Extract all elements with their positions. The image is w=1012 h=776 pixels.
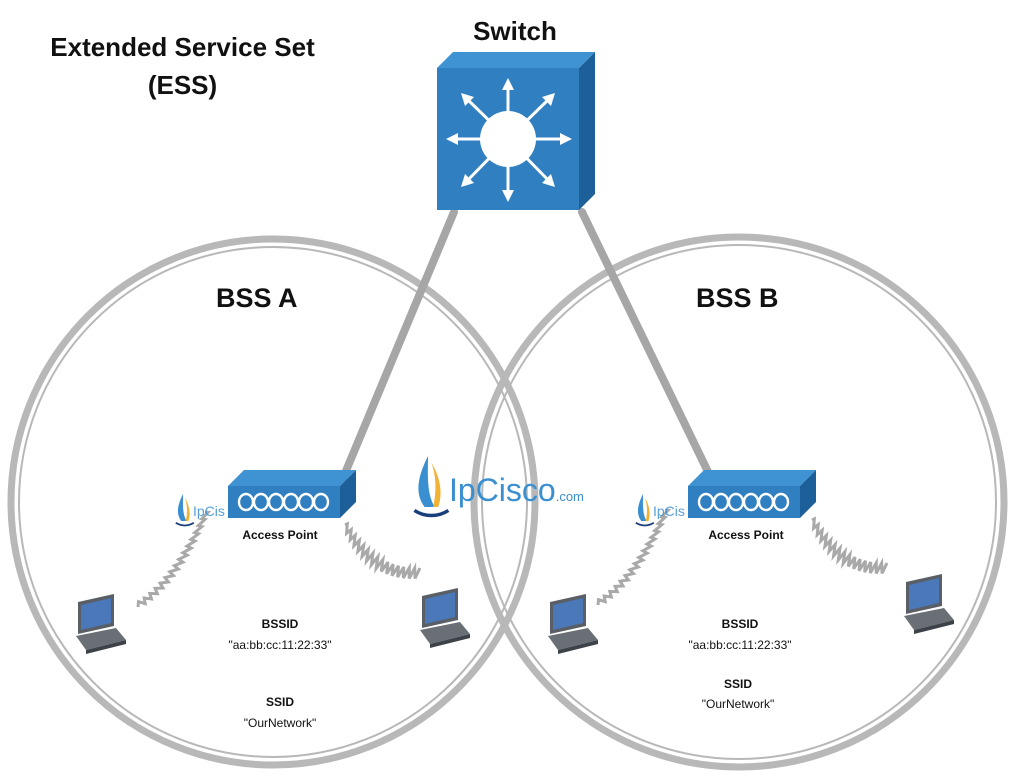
wireless-signal-b-right	[811, 516, 889, 575]
title-line-1: Extended Service Set	[50, 32, 315, 62]
access-point-a-icon	[226, 468, 358, 520]
page-title: Extended Service Set (ESS)	[30, 28, 335, 104]
laptop-b-left-icon	[548, 594, 598, 654]
watermark-brand: IpCisco.com	[449, 470, 584, 517]
bss-a-coverage-ring	[7, 235, 539, 769]
wireless-signal-b-left	[596, 508, 672, 606]
wireless-signal-a-right	[344, 521, 422, 580]
wireless-signal-a-left	[136, 510, 212, 608]
bss-a-ssid-label: SSID	[265, 695, 294, 709]
watermark-brand-name: IpCisco	[449, 472, 556, 508]
laptop-a-left-icon	[76, 594, 126, 654]
bss-a-bssid-value: "aa:bb:cc:11:22:33"	[228, 638, 332, 652]
access-point-b-icon	[686, 468, 818, 520]
access-point-a-label: Access Point	[242, 528, 318, 542]
watermark-brand-domain: .com	[555, 489, 584, 504]
switch-label: Switch	[473, 16, 557, 46]
bss-b-ssid-label: SSID	[723, 677, 752, 691]
laptop-b-right-icon	[904, 574, 954, 634]
uplink-cable-b	[578, 208, 715, 482]
switch-icon	[437, 52, 595, 210]
bss-b-bssid-label: BSSID	[721, 617, 759, 631]
watermark-small-b: IpCis	[653, 503, 685, 519]
bss-b-ssid-value: "OurNetwork"	[701, 697, 775, 711]
bss-b-coverage-ring	[470, 233, 1008, 771]
title-line-2: (ESS)	[147, 70, 218, 100]
bss-a-bssid-label: BSSID	[261, 617, 299, 631]
access-point-b-label: Access Point	[708, 528, 784, 542]
bss-a-label: BSS A	[216, 283, 298, 313]
sail-logo-small-b-icon	[634, 493, 655, 527]
sail-logo-icon	[412, 454, 451, 518]
bss-b-bssid-value: "aa:bb:cc:11:22:33"	[688, 638, 792, 652]
bss-b-label: BSS B	[696, 283, 779, 313]
watermark-small-a: IpCis	[193, 503, 225, 519]
bss-a-ssid-value: "OurNetwork"	[243, 716, 317, 730]
laptop-a-right-icon	[420, 588, 470, 648]
sail-logo-small-a-icon	[174, 493, 195, 527]
uplink-cable-a	[339, 208, 458, 482]
